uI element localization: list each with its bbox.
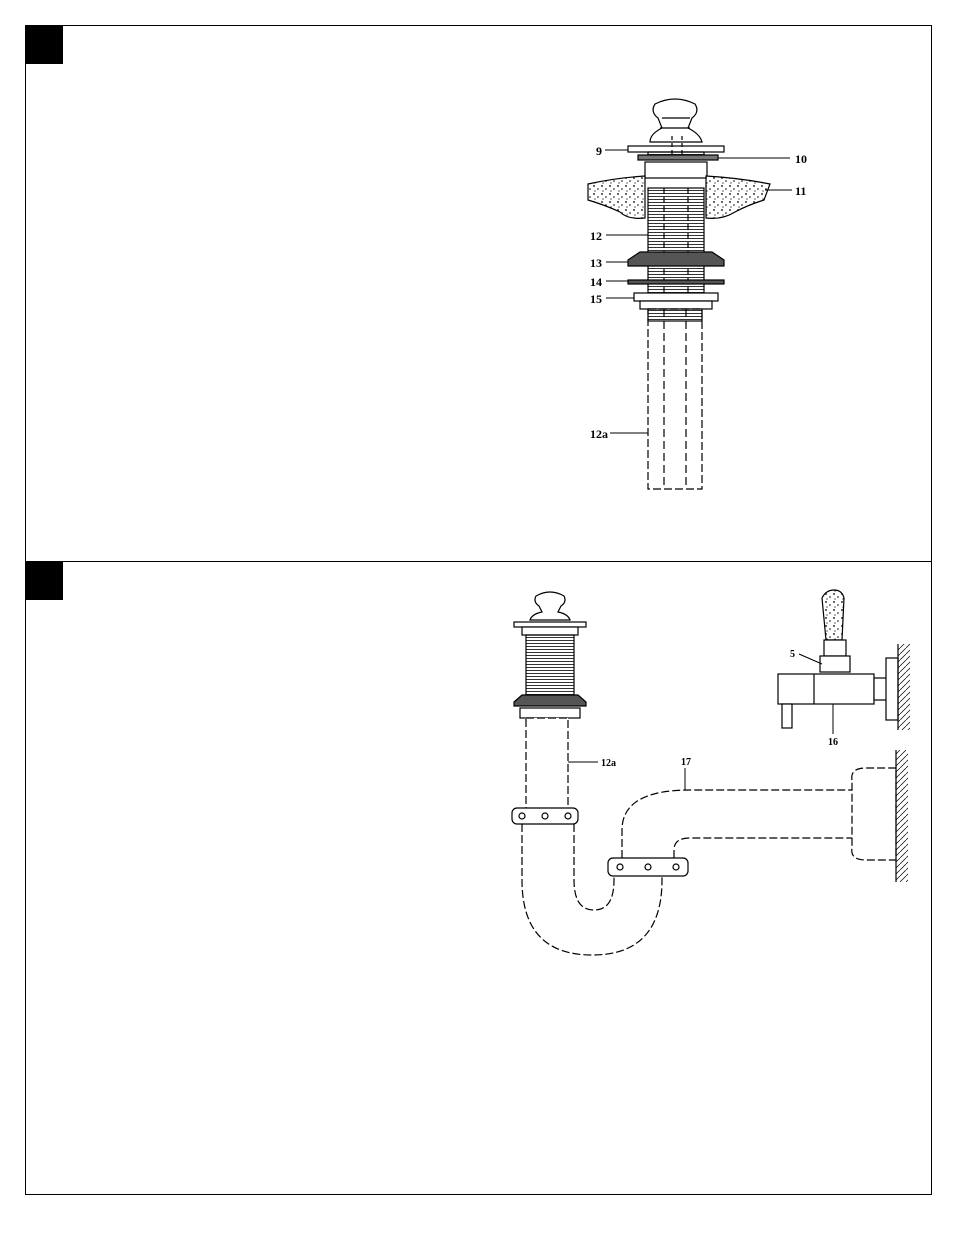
lock-nut (634, 293, 718, 301)
stopper-knob (650, 99, 702, 142)
threaded-body-small (526, 635, 574, 695)
wall-section-lower (896, 750, 908, 882)
flange-gasket (638, 155, 718, 160)
callout-label-12a: 12a (590, 427, 608, 441)
callout-label-17: 17 (681, 757, 691, 768)
slip-nut-lower (608, 858, 688, 876)
tail-piece (648, 309, 702, 489)
supply-stop-valve (778, 590, 910, 730)
callout-label-11: 11 (795, 184, 806, 198)
rubber-gasket (628, 252, 724, 266)
wall-escutcheon (852, 768, 896, 860)
compression-nut (820, 656, 850, 672)
callout-label-14: 14 (590, 275, 602, 289)
callout-label-13: 13 (590, 256, 602, 270)
callout-label-12a-lower: 12a (601, 758, 616, 769)
callout-label-5: 5 (790, 649, 795, 660)
stopper-knob-small (530, 592, 570, 620)
callout-label-10: 10 (795, 152, 807, 166)
drain-collar (645, 162, 707, 178)
callout-label-16: 16 (828, 737, 838, 748)
tail-piece-small (526, 718, 568, 818)
gasket-small (514, 695, 586, 706)
callout-label-9: 9 (596, 144, 602, 158)
trap-arm (622, 790, 852, 858)
basin-section (588, 176, 645, 218)
wall-section-upper (898, 644, 910, 730)
valve-escutcheon (886, 658, 898, 720)
slip-nut-upper (512, 808, 578, 824)
braided-supply-hose (822, 590, 844, 640)
friction-washer (628, 280, 724, 284)
callout-label-15: 15 (590, 292, 602, 306)
p-trap (522, 824, 662, 955)
valve-body (778, 674, 874, 704)
drain-with-tailpiece (512, 592, 908, 955)
callout-label-12: 12 (590, 229, 602, 243)
valve-handle-stem (782, 704, 792, 728)
